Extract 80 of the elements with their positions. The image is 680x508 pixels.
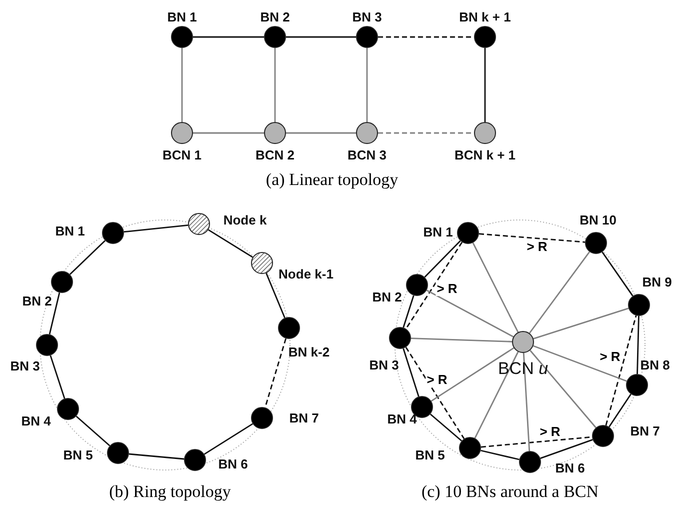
node-label: BN 3 [10,358,40,374]
connector-line [76,416,110,446]
node-label: BN 8 [640,358,670,372]
connector-line [402,295,414,328]
connector-line [605,315,637,426]
connector-line [608,394,632,428]
connector-line [540,439,593,459]
figure-caption: (a) Linear topology [266,170,398,190]
node-label: BCN k + 1 [454,148,516,162]
connector-line [286,36,356,38]
node-label: BN k-2 [288,344,330,360]
connector-line [528,251,590,334]
connector-line [533,345,627,382]
node-label: BN 6 [555,460,585,476]
edge-label: > R [598,350,622,364]
node-label: BN 3 [352,10,382,24]
connector-line [181,48,183,122]
node-label: Node k [223,212,267,228]
edge-label: > R [426,373,448,387]
connector-line [480,436,592,448]
edge-label: > R [526,240,548,254]
connector-line [430,347,514,402]
node-label: BN 4 [387,412,417,426]
connector-line [410,338,512,342]
connector-line [208,229,254,258]
connector-line [636,316,640,374]
connector-line [484,48,486,122]
node-label: BN 7 [289,410,319,426]
node-label: BN 7 [630,424,660,438]
node-label: BCN 2 [256,148,294,162]
connector-line [530,350,596,428]
figure-caption: (b) Ring topology [109,482,231,502]
node-label: BCN 1 [162,148,202,162]
connector-line [204,423,254,455]
connector-line [405,346,465,440]
connector-line [402,348,420,397]
connector-line [430,414,462,442]
connector-line [193,132,264,134]
connector-line [124,224,188,233]
connector-line [478,233,586,243]
node-label: BN 2 [260,10,290,24]
figure-caption: (c) 10 BNs around a BCN [421,482,599,502]
connector-line [366,48,368,122]
connector-line [69,240,106,275]
connector-line [378,36,474,38]
node-label: BN 9 [642,274,672,290]
node-label: BN 2 [372,290,402,304]
connector-line [193,36,264,38]
node-label: BN 5 [63,448,93,462]
node-label: BN 3 [369,358,399,372]
connector-line [602,252,634,296]
connector-line [274,48,276,122]
node-label: BN 1 [423,224,453,240]
connector-line [286,132,356,134]
node-label: BN k + 1 [459,10,511,24]
connector-line [426,290,514,338]
node-label: BN 6 [218,456,248,472]
node-label: Node k-1 [278,266,334,282]
connector-line [266,272,286,318]
connector-line [128,453,184,460]
connector-line [405,242,463,330]
connector-line [48,292,60,334]
connector-line [474,352,519,438]
connector-line [50,355,66,399]
connector-line [424,240,461,278]
connector-line [378,132,474,134]
node-label: BCN u [498,359,548,379]
node-label: BN 10 [580,212,616,228]
connector-line [472,242,519,332]
connector-line [480,450,520,460]
node-label: BN 1 [55,224,85,238]
node-label: BN 5 [415,448,445,462]
connector-line [522,352,530,452]
edge-label: > R [436,282,458,296]
edge-label: > R [538,425,562,439]
node-label: BCN 3 [348,148,386,162]
connector-line [533,308,629,340]
node-label: BN 2 [22,294,52,308]
node-label: BN 4 [21,414,51,428]
node-label: BN 1 [167,10,197,24]
